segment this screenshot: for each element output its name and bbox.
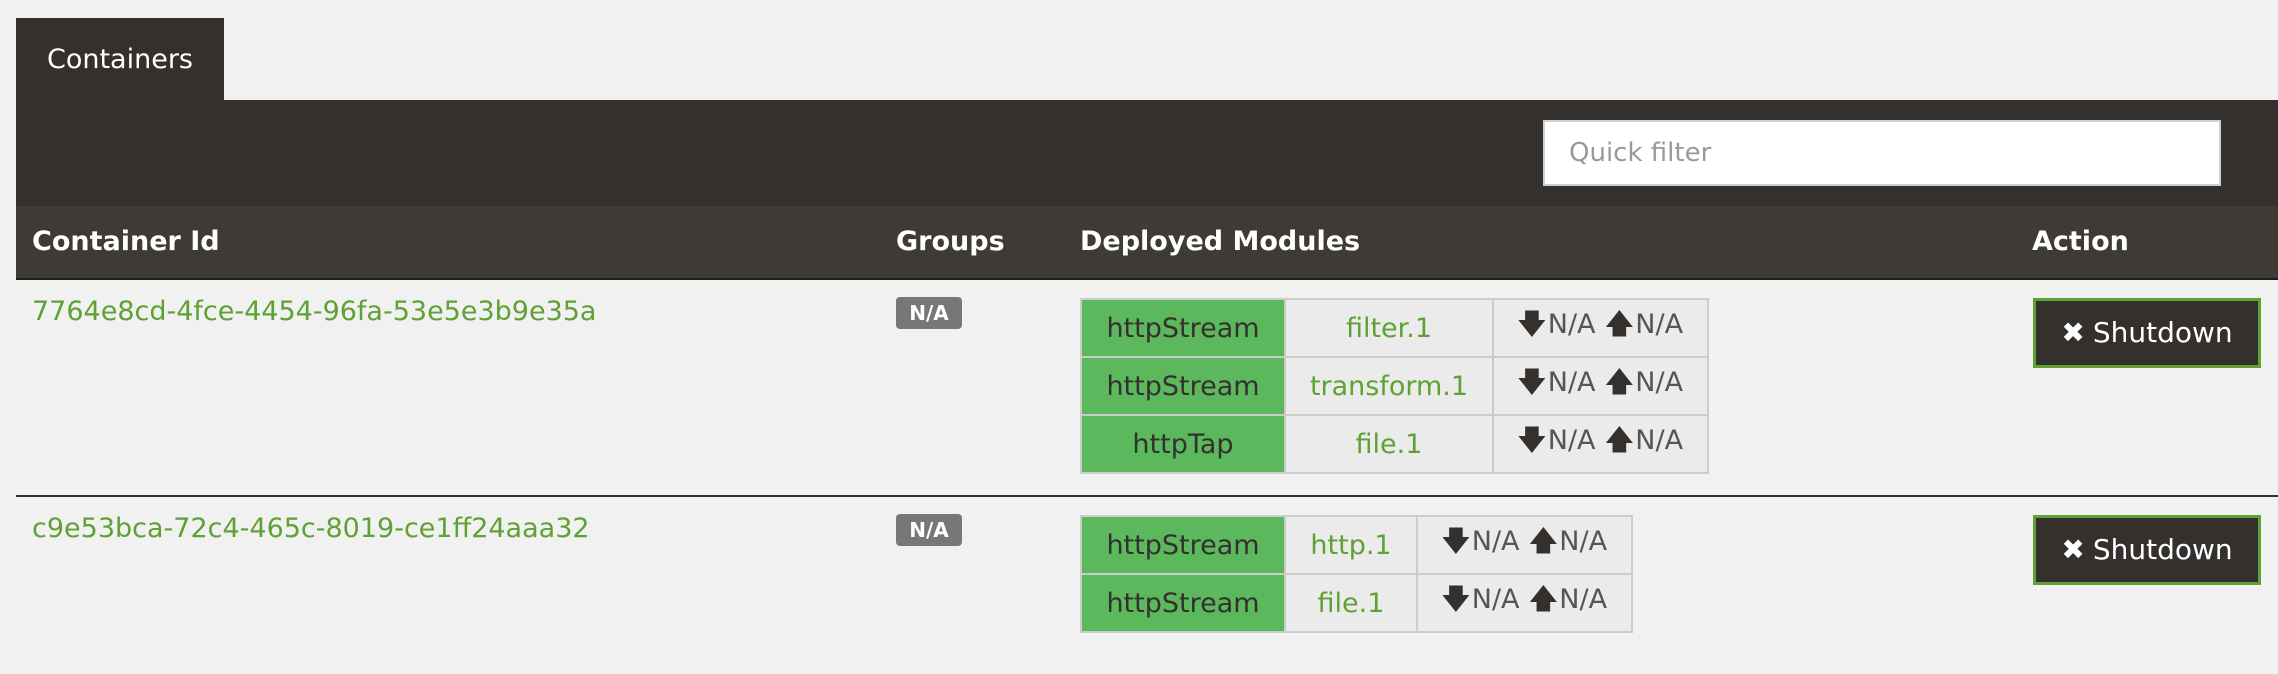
module-rates: 🡇N/A🡅N/A bbox=[1415, 573, 1634, 633]
toolbar bbox=[16, 100, 2278, 206]
arrow-down-icon: 🡇 bbox=[1518, 309, 1546, 340]
module-row: httpStream file.1 🡇N/A🡅N/A bbox=[1080, 573, 1634, 633]
table-header: Container Id Groups Deployed Modules Act… bbox=[16, 206, 2278, 280]
shutdown-button[interactable]: ✖Shutdown bbox=[2033, 298, 2261, 368]
shutdown-button[interactable]: ✖Shutdown bbox=[2033, 515, 2261, 585]
module-name-link[interactable]: file.1 bbox=[1284, 414, 1494, 474]
container-id-link[interactable]: c9e53bca-72c4-465c-8019-ce1ff24aaa32 bbox=[32, 513, 590, 544]
rate-out: N/A bbox=[1559, 526, 1608, 557]
shutdown-button-label: Shutdown bbox=[2092, 316, 2233, 349]
column-header-deployed-modules[interactable]: Deployed Modules bbox=[1080, 226, 1361, 257]
column-header-groups[interactable]: Groups bbox=[896, 226, 1005, 257]
arrow-up-icon: 🡅 bbox=[1529, 584, 1558, 615]
rate-in: N/A bbox=[1547, 367, 1596, 398]
module-type: httpStream bbox=[1080, 515, 1286, 575]
rate-out: N/A bbox=[1635, 425, 1684, 456]
module-row: httpStream filter.1 🡇N/A🡅N/A bbox=[1080, 298, 1710, 358]
close-icon: ✖ bbox=[2061, 533, 2085, 566]
arrow-up-icon: 🡅 bbox=[1605, 309, 1634, 340]
container-id-link[interactable]: 7764e8cd-4fce-4454-96fa-53e5e3b9e35a bbox=[32, 296, 597, 327]
column-header-container-id[interactable]: Container Id bbox=[32, 226, 220, 257]
shutdown-button-label: Shutdown bbox=[2092, 533, 2233, 566]
module-rates: 🡇N/A🡅N/A bbox=[1491, 414, 1710, 474]
module-rates: 🡇N/A🡅N/A bbox=[1415, 515, 1634, 575]
arrow-up-icon: 🡅 bbox=[1529, 526, 1558, 557]
module-row: httpTap file.1 🡇N/A🡅N/A bbox=[1080, 414, 1710, 474]
rate-out: N/A bbox=[1635, 367, 1684, 398]
rate-in: N/A bbox=[1471, 526, 1520, 557]
arrow-down-icon: 🡇 bbox=[1518, 425, 1546, 456]
arrow-down-icon: 🡇 bbox=[1442, 526, 1470, 557]
module-type: httpTap bbox=[1080, 414, 1286, 474]
rate-out: N/A bbox=[1559, 584, 1608, 615]
module-type: httpStream bbox=[1080, 573, 1286, 633]
close-icon: ✖ bbox=[2061, 316, 2085, 349]
arrow-up-icon: 🡅 bbox=[1605, 367, 1634, 398]
tab-containers-label: Containers bbox=[46, 44, 193, 75]
module-name-link[interactable]: filter.1 bbox=[1284, 298, 1494, 358]
groups-badge: N/A bbox=[896, 514, 962, 546]
module-name-link[interactable]: file.1 bbox=[1284, 573, 1418, 633]
arrow-down-icon: 🡇 bbox=[1442, 584, 1470, 615]
module-type: httpStream bbox=[1080, 356, 1286, 416]
rate-in: N/A bbox=[1547, 309, 1596, 340]
rate-out: N/A bbox=[1635, 309, 1684, 340]
deployed-modules-table: httpStream filter.1 🡇N/A🡅N/A httpStream … bbox=[1080, 298, 1710, 474]
deployed-modules-table: httpStream http.1 🡇N/A🡅N/A httpStream fi… bbox=[1080, 515, 1634, 633]
table-row: 7764e8cd-4fce-4454-96fa-53e5e3b9e35a N/A… bbox=[16, 280, 2278, 497]
rate-in: N/A bbox=[1547, 425, 1596, 456]
column-header-action[interactable]: Action bbox=[2032, 226, 2129, 257]
module-row: httpStream http.1 🡇N/A🡅N/A bbox=[1080, 515, 1634, 575]
module-name-link[interactable]: transform.1 bbox=[1284, 356, 1494, 416]
groups-badge: N/A bbox=[896, 297, 962, 329]
module-rates: 🡇N/A🡅N/A bbox=[1491, 356, 1710, 416]
arrow-up-icon: 🡅 bbox=[1605, 425, 1634, 456]
module-name-link[interactable]: http.1 bbox=[1284, 515, 1418, 575]
quick-filter-input[interactable] bbox=[1543, 120, 2221, 186]
arrow-down-icon: 🡇 bbox=[1518, 367, 1546, 398]
table-row: c9e53bca-72c4-465c-8019-ce1ff24aaa32 N/A… bbox=[16, 497, 2278, 674]
module-type: httpStream bbox=[1080, 298, 1286, 358]
module-rates: 🡇N/A🡅N/A bbox=[1491, 298, 1710, 358]
module-row: httpStream transform.1 🡇N/A🡅N/A bbox=[1080, 356, 1710, 416]
rate-in: N/A bbox=[1471, 584, 1520, 615]
tab-containers[interactable]: Containers bbox=[16, 18, 224, 101]
